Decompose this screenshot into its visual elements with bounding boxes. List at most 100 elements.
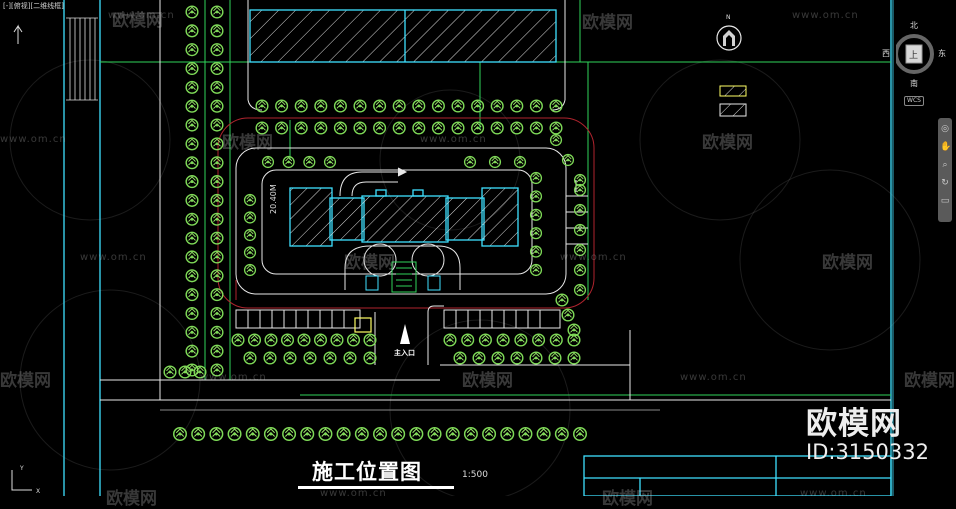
watermark-logo: 欧模网 — [462, 371, 513, 391]
tree-icon — [243, 246, 257, 259]
tree-icon — [210, 99, 224, 113]
tree-icon — [185, 137, 199, 151]
tree-icon — [185, 212, 199, 226]
dimension-label: 20.40M — [269, 184, 278, 214]
tree-icon — [210, 250, 224, 264]
tree-icon — [185, 5, 199, 19]
svg-text:Y: Y — [19, 465, 24, 472]
top-building — [249, 9, 557, 63]
viewcube-south[interactable]: 南 — [910, 79, 918, 88]
tree-icon — [185, 269, 199, 283]
tree-icon — [210, 288, 224, 302]
tree-icon — [451, 99, 465, 113]
tree-icon — [227, 427, 242, 441]
brand-logo: 欧模网 — [806, 406, 902, 442]
tree-icon — [185, 344, 199, 358]
drawing-scale: 1:500 — [462, 470, 488, 480]
tree-icon — [373, 99, 387, 113]
tree-icon — [471, 99, 485, 113]
tree-icon — [243, 211, 257, 224]
viewcube-west[interactable]: 西 — [882, 49, 890, 58]
tree-icon — [567, 351, 581, 365]
main-entrance-label: 主入口 — [394, 349, 415, 357]
tree-icon — [354, 427, 369, 441]
tree-icon — [280, 333, 295, 347]
tree-icon — [303, 155, 316, 169]
tree-icon — [463, 155, 477, 169]
tree-icon — [488, 155, 502, 169]
wcs-menu-button[interactable]: WCS — [904, 96, 924, 106]
watermark-logo: 欧模网 — [582, 13, 633, 33]
tree-icon — [185, 175, 199, 189]
tree-icon — [210, 212, 224, 226]
cad-drawing-canvas[interactable]: Y X — [0, 0, 956, 496]
zoom-icon[interactable]: ⌕ — [942, 160, 948, 170]
tree-icon — [185, 193, 199, 207]
tree-icon — [478, 333, 492, 347]
tree-icon — [185, 118, 199, 132]
tree-icon — [210, 156, 224, 170]
tree-icon — [510, 351, 524, 365]
showmotion-icon[interactable]: ▭ — [940, 196, 950, 206]
tree-icon — [185, 24, 199, 38]
watermark-url: www.om.cn — [108, 10, 175, 21]
tree-icon — [573, 203, 587, 217]
site-boundary-lines — [100, 0, 891, 396]
main-building — [289, 187, 519, 247]
tree-icon — [573, 283, 587, 297]
tree-icon — [346, 333, 361, 347]
tree-icon — [275, 99, 289, 113]
tree-icon — [514, 333, 528, 347]
tree-icon — [536, 427, 551, 441]
tree-icon — [300, 427, 315, 441]
pan-icon[interactable]: ✋ — [940, 142, 952, 152]
tree-icon — [573, 223, 587, 237]
tree-icon — [245, 427, 260, 441]
entrance-plaza — [344, 243, 461, 293]
tree-icon — [532, 333, 546, 347]
steering-wheel-icon[interactable]: ◎ — [941, 124, 949, 134]
watermark-logo: 欧模网 — [106, 489, 157, 509]
viewcube-ring-icon — [894, 34, 934, 74]
tree-icon — [243, 193, 257, 207]
viewcube-north[interactable]: 北 — [910, 21, 918, 30]
tree-icon — [243, 228, 257, 242]
north-arrow-icon — [716, 25, 742, 51]
viewcube-face-top[interactable]: 上 — [909, 51, 919, 61]
tree-icon — [314, 121, 328, 135]
tree-icon — [185, 306, 199, 321]
tree-icon — [294, 99, 308, 113]
tree-icon — [323, 351, 337, 365]
tree-icon — [210, 306, 224, 321]
tree-icon — [243, 263, 257, 277]
tree-icon — [210, 24, 224, 38]
orbit-icon[interactable]: ↻ — [941, 178, 949, 188]
tree-icon — [490, 99, 504, 113]
watermark-url: www.om.cn — [680, 372, 747, 383]
tree-icon — [191, 427, 206, 441]
tree-icon — [392, 121, 406, 135]
tree-icon — [313, 333, 328, 347]
tree-icon — [555, 293, 569, 307]
tree-icon — [412, 99, 426, 113]
tree-icon — [373, 121, 387, 135]
tree-icon — [333, 99, 347, 113]
viewcube[interactable] — [894, 22, 946, 82]
tree-icon — [490, 121, 504, 135]
tree-icon — [185, 325, 199, 339]
tree-icon — [333, 121, 347, 135]
tree-icon — [431, 99, 445, 113]
tree-icon — [263, 351, 277, 365]
tree-icon — [529, 121, 543, 135]
viewcube-east[interactable]: 东 — [938, 49, 946, 58]
navigation-bar[interactable] — [938, 118, 952, 222]
viewport-label[interactable]: [-][俯视][二维线框] — [3, 2, 64, 10]
site-white-lines — [100, 0, 891, 411]
tree-icon — [391, 427, 406, 441]
tree-icon — [185, 250, 199, 264]
tree-icon — [573, 263, 587, 277]
tree-icon — [500, 427, 515, 441]
drawing-title: 施工位置图 — [312, 460, 422, 484]
tree-icon — [261, 155, 275, 169]
tree-icon — [363, 351, 377, 365]
